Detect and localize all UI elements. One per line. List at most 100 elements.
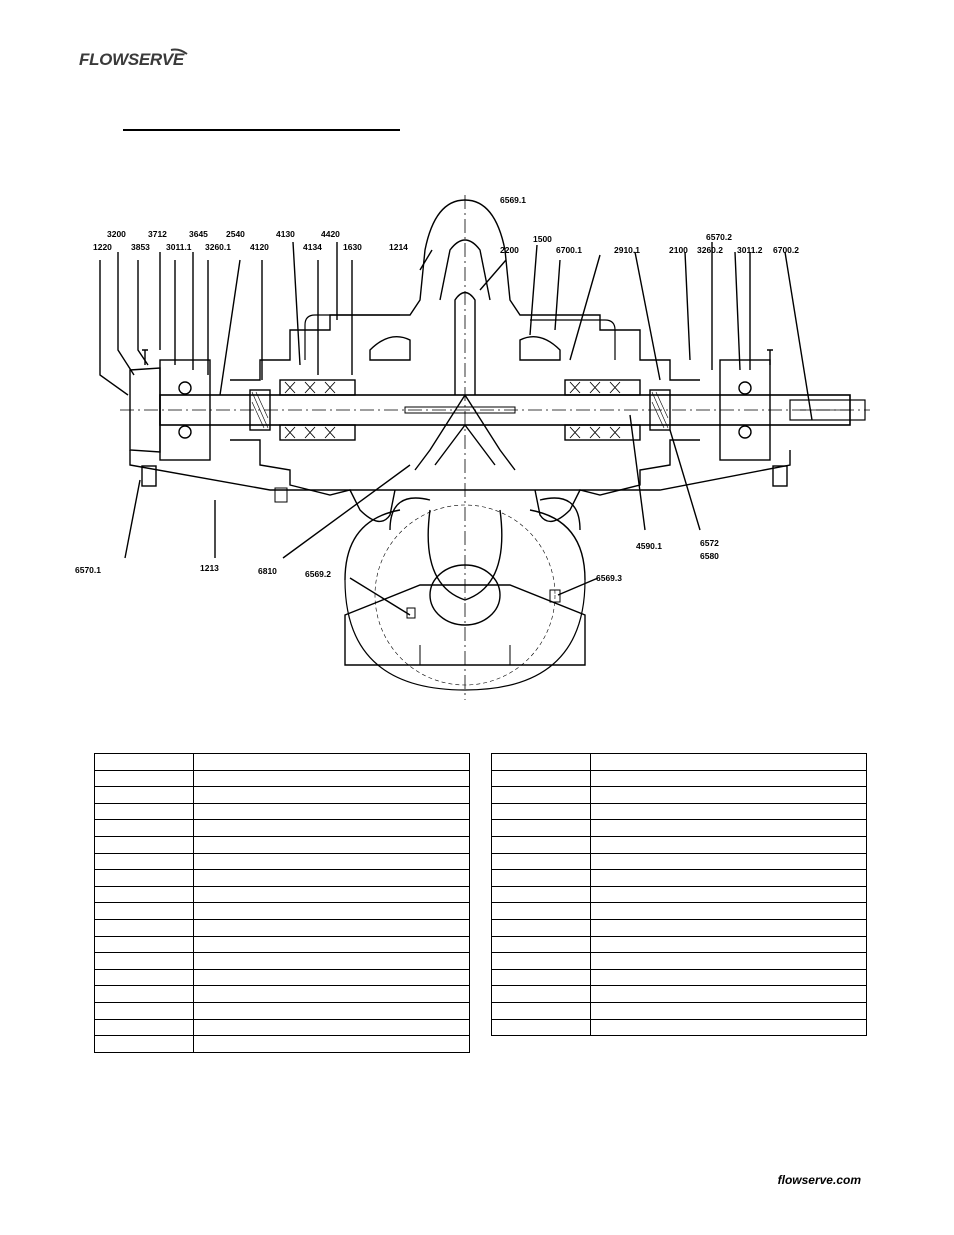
table-row (94, 968, 470, 987)
ref-no-cell (94, 835, 194, 854)
designation-cell (193, 1035, 470, 1053)
callout-2200: 2200 (500, 245, 519, 255)
table-row (491, 952, 867, 970)
ref-no-cell (491, 968, 591, 987)
ref-no-cell (94, 952, 194, 970)
table-row (491, 802, 867, 821)
ref-no-cell (491, 802, 591, 821)
table-row (94, 852, 470, 871)
ref-no-cell (94, 902, 194, 920)
callout-6569-3: 6569.3 (596, 573, 622, 583)
callout-3645: 3645 (189, 229, 208, 239)
pump-cross-section-drawing (99, 195, 870, 700)
callout-1220: 1220 (93, 242, 112, 252)
ref-no-cell (94, 1018, 194, 1037)
designation-cell (193, 769, 470, 788)
designation-cell (590, 918, 867, 937)
callout-6569-1: 6569.1 (500, 195, 526, 205)
footer-url[interactable]: flowserve.com (777, 1173, 861, 1187)
callout-1213: 1213 (200, 563, 219, 573)
callout-6700-2: 6700.2 (773, 245, 799, 255)
callout-6569-2: 6569.2 (305, 569, 331, 579)
table-row (94, 835, 470, 854)
callout-3260-2: 3260.2 (697, 245, 723, 255)
designation-cell (590, 769, 867, 788)
callout-6580: 6580 (700, 551, 719, 561)
table-row (491, 935, 867, 954)
designation-cell (193, 952, 470, 970)
table-row (491, 918, 867, 937)
callout-4120: 4120 (250, 242, 269, 252)
callout-3853: 3853 (131, 242, 150, 252)
table-row (491, 852, 867, 871)
table-row (94, 1018, 470, 1037)
ref-no-cell (491, 869, 591, 887)
callout-4130: 4130 (276, 229, 295, 239)
designation-cell (193, 819, 470, 837)
table-row (491, 835, 867, 854)
table-row (94, 819, 470, 837)
callout-6700-1: 6700.1 (556, 245, 582, 255)
ref-no-cell (491, 835, 591, 854)
designation-cell (193, 852, 470, 871)
callout-4590-1: 4590.1 (636, 541, 662, 551)
table-row (491, 885, 867, 904)
table-row (94, 902, 470, 920)
table-row (94, 918, 470, 937)
table-row (94, 935, 470, 954)
callout-1630: 1630 (343, 242, 362, 252)
callout-3011-1: 3011.1 (166, 242, 192, 252)
designation-cell (590, 1001, 867, 1020)
designation-cell (193, 1018, 470, 1037)
ref-no-cell (491, 1001, 591, 1020)
designation-cell (590, 786, 867, 804)
section-title-rule (123, 129, 400, 131)
designation-cell (590, 985, 867, 1003)
ref-no-cell (94, 918, 194, 937)
designation-cell (590, 1018, 867, 1037)
ref-no-cell (94, 885, 194, 904)
table-row (491, 869, 867, 887)
table-row (491, 1001, 867, 1020)
designation-cell (590, 968, 867, 987)
ref-no-cell (491, 935, 591, 954)
callout-6572: 6572 (700, 538, 719, 548)
designation-cell (193, 753, 470, 771)
ref-no-cell (491, 819, 591, 837)
designation-cell (193, 935, 470, 954)
designation-cell (590, 835, 867, 854)
callout-1500: 1500 (533, 234, 552, 244)
ref-no-cell (94, 753, 194, 771)
callout-3200: 3200 (107, 229, 126, 239)
designation-cell (193, 802, 470, 821)
table-row (491, 902, 867, 920)
ref-no-cell (491, 985, 591, 1003)
designation-cell (193, 869, 470, 887)
callout-4420: 4420 (321, 229, 340, 239)
designation-cell (193, 918, 470, 937)
table-row (491, 819, 867, 837)
callout-6570-1: 6570.1 (75, 565, 101, 575)
ref-no-cell (94, 968, 194, 987)
ref-no-cell (94, 1001, 194, 1020)
table-row (94, 952, 470, 970)
ref-no-cell (94, 985, 194, 1003)
callout-4134: 4134 (303, 242, 322, 252)
table-row (94, 869, 470, 887)
callout-2100: 2100 (669, 245, 688, 255)
designation-cell (590, 819, 867, 837)
designation-cell (590, 935, 867, 954)
table-row (491, 968, 867, 987)
callout-3260-1: 3260.1 (205, 242, 231, 252)
designation-cell (193, 885, 470, 904)
ref-no-cell (491, 753, 591, 771)
ref-no-cell (94, 786, 194, 804)
table-row (94, 753, 470, 771)
callout-6570-2: 6570.2 (706, 232, 732, 242)
table-row (491, 1018, 867, 1037)
ref-no-cell (491, 769, 591, 788)
ref-no-cell (491, 952, 591, 970)
ref-no-cell (94, 802, 194, 821)
table-row (94, 769, 470, 788)
callout-3011-2: 3011.2 (737, 245, 763, 255)
